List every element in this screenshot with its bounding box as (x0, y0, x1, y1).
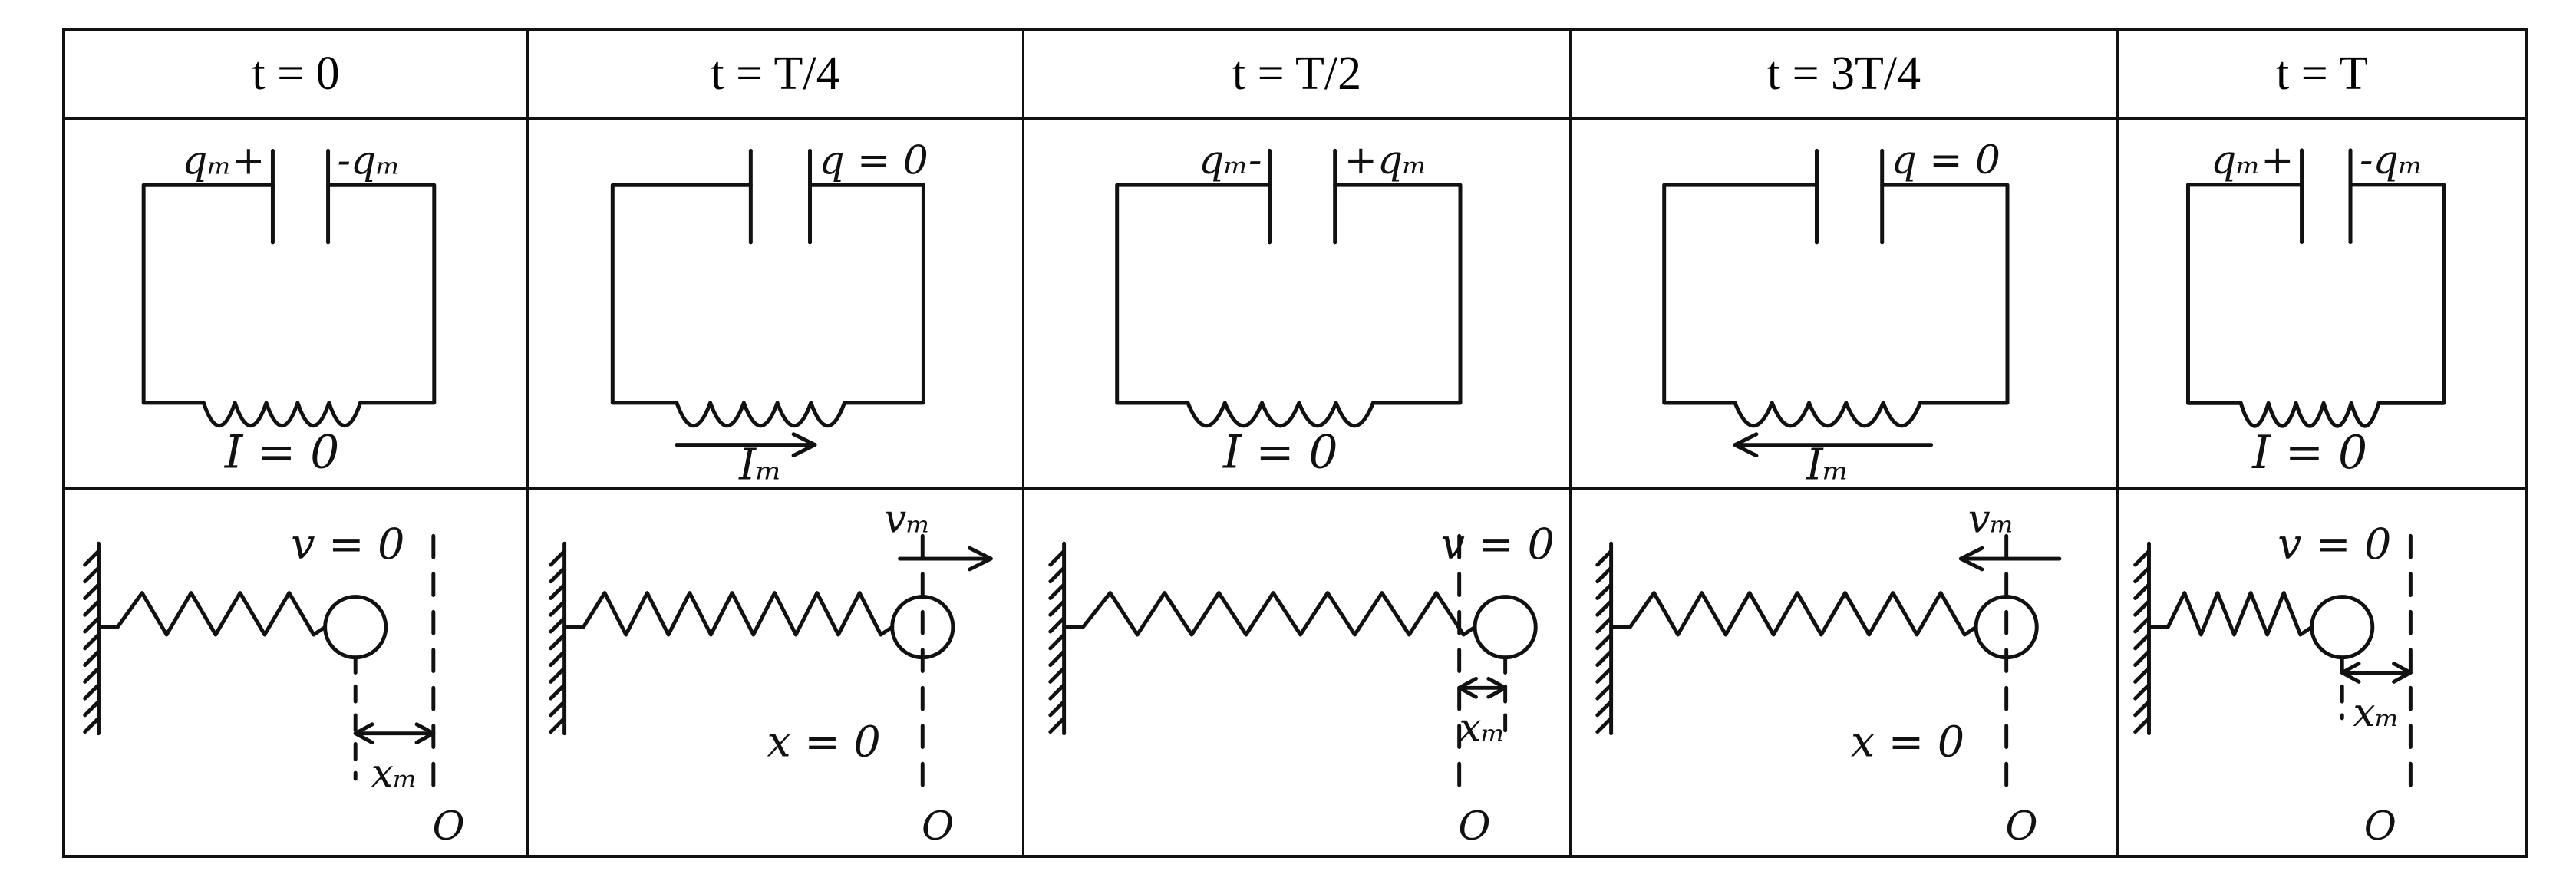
inductor-coil (1733, 401, 1922, 428)
inductor-coil (675, 401, 847, 428)
amplitude-label: xₘ (2353, 690, 2400, 736)
current-label: I = 0 (1222, 427, 1338, 480)
spring-mass-diagram: Ov = 0 xₘ (1048, 520, 1555, 850)
position-label: x = 0 (767, 718, 881, 767)
mass (2310, 595, 2375, 660)
capacitor-charge-left: qₘ+ (2211, 137, 2294, 183)
time-header: t = T (2119, 31, 2525, 120)
lc-circuit-cell: qₘ- +qₘ I = 0 (1024, 120, 1572, 490)
lc-circuit-cell: q = 0 Iₘ (529, 120, 1024, 490)
lc-circuit-diagram: qₘ+ -qₘ I = 0 (2185, 137, 2446, 480)
time-header: t = 0 (65, 31, 529, 120)
current-arrow-right (675, 432, 817, 458)
current-label: Iₘ (738, 440, 782, 487)
origin-label: O (922, 803, 954, 850)
amplitude-arrow (2340, 662, 2413, 684)
lc-circuit-diagram: qₘ+ -qₘ I = 0 (141, 137, 437, 479)
amplitude-label: xₘ (371, 751, 418, 797)
lc-circuit-cell: q = 0 Iₘ (1572, 120, 2119, 490)
capacitor-charge-right: -qₘ (338, 137, 401, 183)
velocity-label: v = 0 (2278, 520, 2391, 569)
spring-mass-diagram: Ovₘ x = 0 (1595, 496, 2062, 850)
velocity-label: vₘ (1968, 496, 2015, 542)
velocity-label: vₘ (884, 496, 931, 542)
mass (1473, 595, 1538, 660)
mass (323, 595, 388, 660)
velocity-arrow-left (1958, 546, 2062, 572)
origin-label: O (433, 803, 465, 850)
wire (2185, 183, 2446, 405)
wall (83, 541, 101, 736)
time-header: t = T/2 (1024, 31, 1572, 120)
capacitor-charge-left: qₘ+ (182, 137, 265, 183)
wall (549, 541, 567, 736)
current-label: Iₘ (1806, 440, 1849, 487)
spring (97, 591, 328, 637)
amplitude-arrow (353, 722, 436, 745)
origin-label: O (1458, 803, 1490, 850)
inductor-coil (201, 401, 363, 428)
velocity-arrow-right (898, 546, 993, 572)
spring (2146, 591, 2314, 637)
spring (1062, 591, 1477, 637)
current-label: I = 0 (2251, 426, 2367, 480)
lc-circuit-cell: qₘ+ -qₘ I = 0 (65, 120, 529, 490)
velocity-label: v = 0 (291, 520, 404, 569)
wire (1115, 183, 1463, 405)
wire (1662, 183, 2010, 405)
spring (562, 591, 895, 637)
wall (1595, 541, 1614, 736)
spring-mass-diagram: Ov = 0 xₘ (83, 520, 465, 850)
origin-label: O (2364, 803, 2396, 850)
spring-mass-diagram: Ov = 0 xₘ (2133, 520, 2413, 850)
current-arrow-left (1733, 432, 1934, 458)
wall (1048, 541, 1067, 736)
capacitor-charge-left: qₘ- (1199, 137, 1262, 183)
amplitude-label: xₘ (1459, 705, 1506, 751)
wall (2133, 541, 2151, 736)
wire (610, 183, 925, 405)
lc-circuit-diagram: q = 0 Iₘ (610, 137, 928, 487)
lc-circuit-diagram: qₘ- +qₘ I = 0 (1115, 137, 1463, 480)
time-header: t = 3T/4 (1572, 31, 2119, 120)
current-label: I = 0 (224, 426, 340, 479)
inductor-coil (1186, 401, 1375, 428)
position-label: x = 0 (1851, 718, 1964, 767)
spring (1609, 591, 1978, 637)
capacitor-charge-right: -qₘ (2360, 137, 2423, 183)
lc-circuit-diagram: q = 0 Iₘ (1662, 137, 2010, 487)
capacitor-charge-right: q = 0 (819, 137, 928, 183)
lc-circuit-cell: qₘ+ -qₘ I = 0 (2119, 120, 2525, 490)
time-header: t = T/4 (529, 31, 1024, 120)
wire (141, 183, 437, 405)
inductor-coil (2238, 401, 2381, 428)
velocity-label: v = 0 (1441, 520, 1555, 569)
capacitor-charge-right: q = 0 (1892, 137, 2000, 183)
capacitor-charge-right: +qₘ (1344, 137, 1427, 183)
origin-label: O (2005, 803, 2037, 850)
amplitude-arrow (1457, 676, 1508, 699)
spring-mass-diagram: Ovₘ x = 0 (549, 496, 993, 850)
